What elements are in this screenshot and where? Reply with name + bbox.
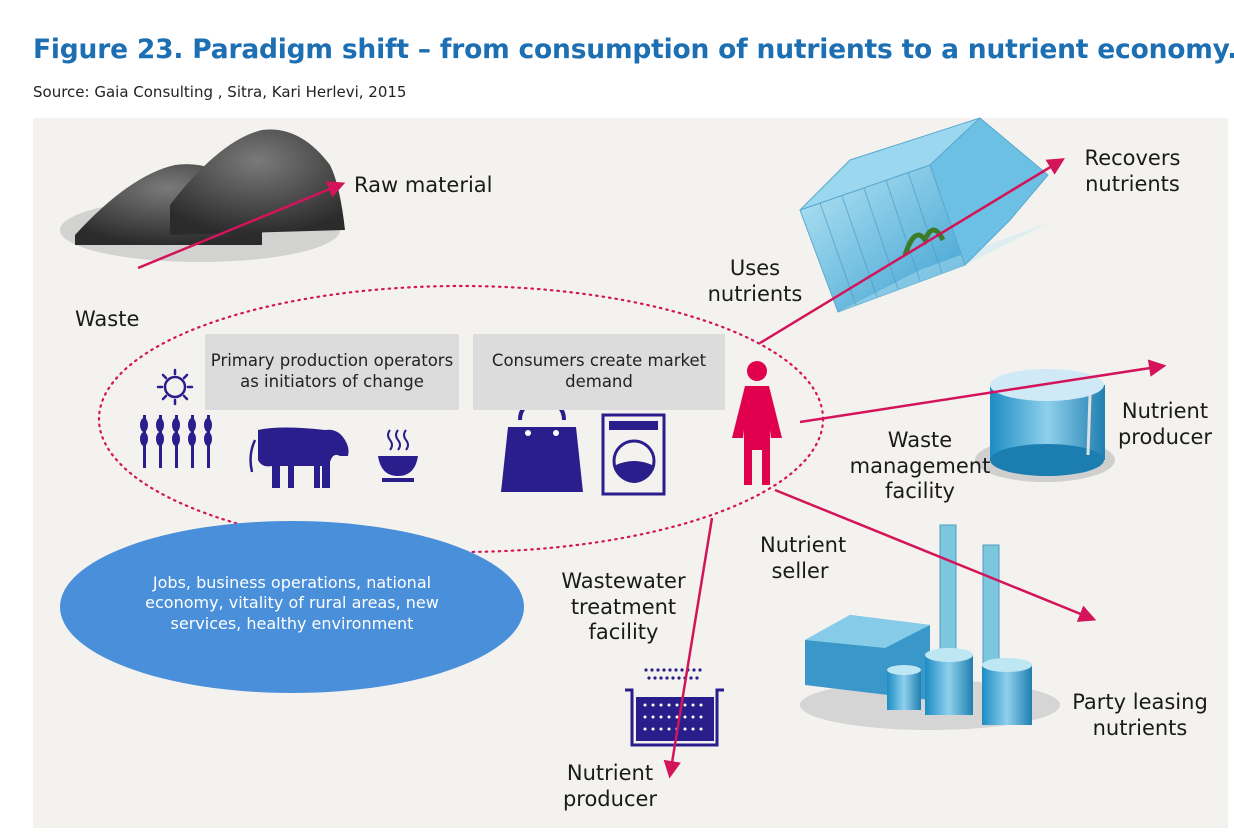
label-uses-nutrients: Uses nutrients xyxy=(707,256,803,306)
sun-icon xyxy=(156,368,194,406)
label-wastewater-treatment-facility: Wastewater treatment facility xyxy=(561,569,686,645)
arrow-to-nutrient-producer-bottom xyxy=(663,517,714,779)
box-primary-production-text: Primary production operators as initiato… xyxy=(210,351,454,391)
tank-icon xyxy=(975,369,1115,482)
label-raw-material: Raw material xyxy=(354,173,493,197)
label-nutrient-producer-bottom: Nutrient producer xyxy=(562,761,658,811)
benefits-text: Jobs, business operations, national econ… xyxy=(145,573,439,633)
label-waste-management-facility: Waste management facility xyxy=(849,428,991,504)
label-waste: Waste xyxy=(75,307,140,331)
soup-bowl-icon xyxy=(378,429,418,482)
box-consumers-text: Consumers create market demand xyxy=(491,351,707,391)
wheat-icon xyxy=(140,415,212,468)
arrow-waste-to-raw-material xyxy=(137,181,346,270)
arrow-to-party-leasing xyxy=(774,488,1097,622)
figure-source: Source: Gaia Consulting , Sitra, Kari He… xyxy=(33,83,407,101)
benefits-ellipse xyxy=(60,521,524,693)
arrow-to-nutrient-producer-right xyxy=(799,359,1167,424)
label-recovers-nutrients: Recovers nutrients xyxy=(1084,146,1181,196)
label-nutrient-seller: Nutrient seller xyxy=(760,533,847,583)
washing-machine-icon xyxy=(601,413,666,496)
box-consumers: Consumers create market demand xyxy=(473,334,725,410)
label-party-leasing-nutrients: Party leasing nutrients xyxy=(1072,690,1208,740)
wastewater-basin-icon xyxy=(625,668,724,747)
factory-icon xyxy=(800,524,1060,730)
greenhouse-icon xyxy=(799,117,1050,313)
label-nutrient-producer-right: Nutrient producer xyxy=(1117,399,1213,449)
woman-icon xyxy=(732,361,782,485)
box-primary-production: Primary production operators as initiato… xyxy=(205,334,459,410)
figure-title: Figure 23. Paradigm shift – from consump… xyxy=(33,34,1234,65)
arrow-to-recovers-nutrients xyxy=(759,158,1065,345)
shopping-bag-icon xyxy=(501,399,583,492)
cow-icon xyxy=(249,427,349,488)
